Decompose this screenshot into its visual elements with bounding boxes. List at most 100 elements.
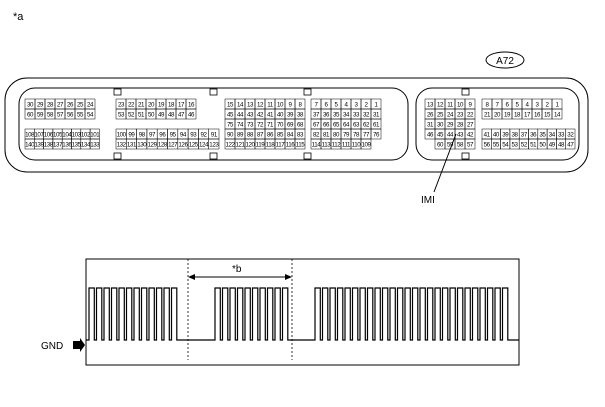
pin-number: 140: [25, 142, 35, 149]
pin-cell: [360, 138, 372, 150]
pin-number: 12: [257, 102, 264, 109]
pin-number: 11: [447, 102, 454, 109]
pin-number: 65: [333, 122, 340, 129]
pin-number: 81: [323, 132, 330, 139]
pin-number: 50: [148, 112, 155, 119]
pin-number: 43: [247, 112, 254, 119]
pin-number: 19: [158, 102, 165, 109]
pin-number: 111: [342, 142, 351, 149]
pin-number: 12: [437, 102, 444, 109]
pin-number: 39: [287, 112, 294, 119]
pin-number: 22: [128, 102, 135, 109]
pin-number: 3: [535, 102, 539, 109]
pin-number: 38: [512, 132, 519, 139]
pin-number: 31: [373, 112, 380, 119]
pin-number: 42: [467, 132, 474, 139]
pin-number: 42: [257, 112, 264, 119]
pin-number: 56: [484, 142, 491, 149]
pin-number: 22: [467, 112, 474, 119]
pin-number: 20: [148, 102, 155, 109]
pin-number: 55: [77, 112, 84, 119]
pin-number: 112: [332, 142, 342, 149]
pin-number: 125: [189, 142, 199, 149]
key-tab: [303, 88, 312, 96]
pin-number: 21: [484, 112, 491, 119]
pin-number: 89: [237, 132, 244, 139]
pin-number: 94: [180, 132, 187, 139]
pin-number: 21: [138, 102, 145, 109]
key-tab: [113, 152, 122, 160]
pin-number: 25: [77, 102, 84, 109]
connector-block-right: [415, 87, 580, 161]
pin-number: 92: [201, 132, 208, 139]
pin-number: 32: [363, 112, 370, 119]
waveform-frame: [85, 258, 520, 366]
pin-number: 76: [373, 132, 380, 139]
pin-number: 10: [457, 102, 464, 109]
pin-number: 23: [118, 102, 125, 109]
pin-number: 95: [170, 132, 177, 139]
pin-number: 41: [484, 132, 491, 139]
pin-number: 30: [27, 102, 34, 109]
pin-number: 7: [314, 102, 318, 109]
pin-number: 103: [72, 132, 82, 139]
pin-number: 114: [312, 142, 322, 149]
pin-cell: [464, 138, 476, 150]
pin-cell: [89, 138, 100, 150]
pin-number: 60: [437, 142, 444, 149]
pin-number: 124: [199, 142, 209, 149]
pin-number: 3: [354, 102, 358, 109]
pin-number: 38: [297, 112, 304, 119]
pin-number: 127: [168, 142, 178, 149]
pin-number: 28: [47, 102, 54, 109]
pin-number: 57: [467, 142, 474, 149]
pin-number: 8: [485, 102, 489, 109]
pin-number: 49: [158, 112, 165, 119]
pin-number: 35: [539, 132, 546, 139]
pin-number: 109: [361, 142, 371, 149]
pin-number: 51: [530, 142, 537, 149]
pin-number: 86: [267, 132, 274, 139]
pin-number: 57: [57, 112, 64, 119]
pin-number: 55: [493, 142, 500, 149]
connector-housing: [4, 77, 589, 173]
pin-number: 32: [567, 132, 574, 139]
pin-number: 11: [267, 102, 274, 109]
pin-number: 49: [549, 142, 556, 149]
pin-number: 100: [117, 132, 127, 139]
pin-number: 26: [427, 112, 434, 119]
pin-number: 139: [34, 142, 44, 149]
pin-number: 134: [81, 142, 91, 149]
pin-number: 122: [225, 142, 235, 149]
pin-number: 137: [53, 142, 63, 149]
imi-leader-line: [433, 133, 457, 193]
pin-number: 62: [363, 122, 370, 129]
pin-number: 43: [457, 132, 464, 139]
pin-cell: [208, 138, 220, 150]
connector-label-ellipse: [485, 51, 525, 69]
pin-number: 74: [237, 122, 244, 129]
ground-label: GND: [41, 341, 63, 352]
pin-number: 106: [44, 132, 54, 139]
pin-number: 34: [549, 132, 556, 139]
pin-number: 14: [237, 102, 244, 109]
pin-number: 41: [267, 112, 274, 119]
pin-number: 47: [567, 142, 574, 149]
pin-number: 17: [178, 102, 185, 109]
pin-number: 80: [333, 132, 340, 139]
pin-number: 13: [247, 102, 254, 109]
pin-number: 108: [25, 132, 35, 139]
pin-number: 36: [530, 132, 537, 139]
pin-number: 101: [90, 132, 100, 139]
pin-number: 67: [313, 122, 320, 129]
key-tab: [461, 152, 470, 160]
pin-number: 24: [447, 112, 454, 119]
pin-number: 73: [247, 122, 254, 129]
pin-number: 129: [147, 142, 157, 149]
pin-number: 40: [277, 112, 284, 119]
pin-number: 88: [247, 132, 254, 139]
key-tab: [209, 88, 218, 96]
pin-number: 27: [57, 102, 64, 109]
